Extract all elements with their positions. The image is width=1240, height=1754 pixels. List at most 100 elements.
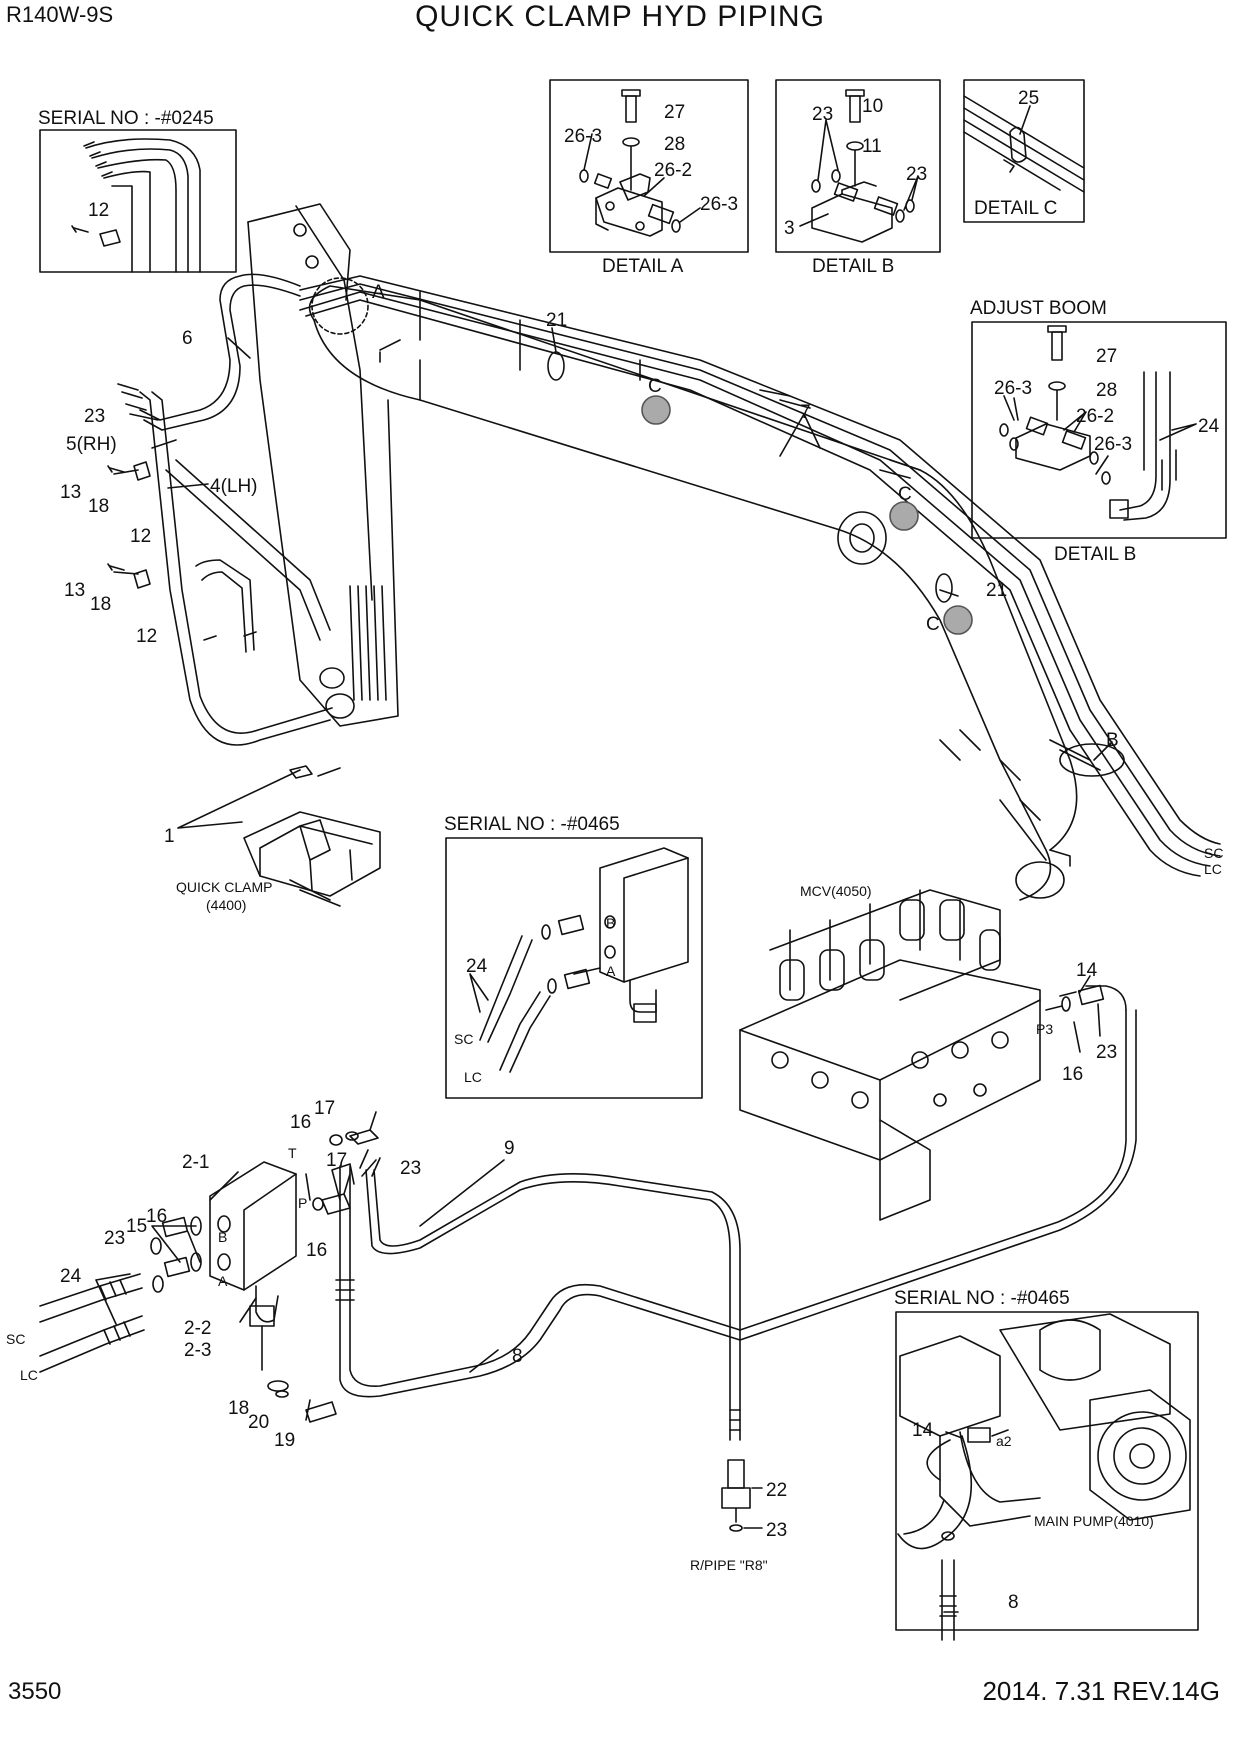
label-part-21-mid: 21 [986,580,1007,601]
label-part-23-b: 23 [400,1158,421,1179]
detail-b-part-23-left: 23 [812,104,833,125]
adjust-boom-part-27: 27 [1096,346,1117,367]
serial-0465-valve-drawing [469,847,689,1073]
pump-inset-part-8: 8 [1008,1592,1019,1613]
serial-0465-middle-part-24: 24 [466,956,488,977]
inset-adjust-boom [971,321,1227,539]
label-c-top: C [648,376,662,397]
label-part-18-a: 18 [88,496,109,517]
detail-a-part-27: 27 [664,102,685,123]
serial-0245-piping [71,138,201,273]
label-part-22: 22 [766,1480,787,1501]
label-quick-clamp-number: (4400) [206,897,246,913]
fittings-17 [312,1111,379,1215]
hoses-24 [39,1273,145,1373]
inset-serial-0465-pump [895,1311,1199,1631]
pipe-bundle-boom [299,275,1221,877]
serial-0465-middle-port-b: B [606,915,615,931]
label-part-12-b: 12 [136,626,157,647]
label-valve-port-a: A [218,1273,228,1289]
label-part-23-d: 23 [766,1520,787,1541]
label-part-8: 8 [512,1346,523,1367]
label-part-7: 7 [800,402,811,423]
serial-0465-middle-sc: SC [454,1031,473,1047]
label-part-12-a: 12 [130,526,151,547]
label-part-14-mcv: 14 [1076,960,1098,981]
inset-serial-0245 [39,129,237,273]
adjust-boom-part-28: 28 [1096,380,1117,401]
detail-a-part-28: 28 [664,134,685,155]
adjust-boom-part-26-3-left: 26-3 [994,378,1032,399]
detail-b-drawing [799,89,919,243]
label-part-23-mcv: 23 [1096,1042,1117,1063]
label-part-23-c: 23 [104,1228,125,1249]
serial-0465-pump-caption: SERIAL NO : -#0465 [894,1288,1070,1309]
label-port-t: T [288,1145,297,1161]
main-pump-drawing [897,1313,1191,1641]
label-part-16-a: 16 [290,1112,311,1133]
inset-detail-c [963,79,1085,223]
label-part-23-left: 23 [84,406,105,427]
inset-detail-b [775,79,941,253]
label-lc-left: LC [20,1367,38,1383]
label-valve-port-b: B [218,1229,227,1245]
pump-inset-part-14: 14 [912,1420,934,1441]
detail-a-part-26-2: 26-2 [654,160,692,181]
label-b: B [1106,730,1119,751]
label-part-18-c: 18 [228,1398,249,1419]
label-p3-port: P3 [1036,1021,1053,1037]
detail-c-caption: DETAIL C [974,198,1057,219]
label-part-24: 24 [60,1266,82,1287]
label-sc-right: SC [1204,845,1223,861]
adjust-boom-part-26-3-right: 26-3 [1094,434,1132,455]
label-part-19: 19 [274,1430,295,1451]
label-part-18-b: 18 [90,594,111,615]
detail-c-drawing [963,95,1085,193]
page-number: 3550 [8,1678,62,1705]
pipe-6-and-5 [117,273,341,779]
brackets-12 [107,461,151,589]
label-part-17-b: 17 [326,1150,347,1171]
detail-a-caption: DETAIL A [602,256,684,277]
pipe-8 [331,985,1137,1398]
label-mcv: MCV(4050) [800,883,872,899]
detail-b-caption: DETAIL B [812,256,894,277]
label-r-pipe: R/PIPE "R8" [690,1557,768,1573]
label-c-mid: C [898,484,912,505]
pipe-9 [365,1169,751,1532]
label-part-16-c: 16 [146,1206,167,1227]
serial-0465-middle-caption: SERIAL NO : -#0465 [444,814,620,835]
label-a: A [372,282,385,303]
label-part-16-mcv: 16 [1062,1064,1083,1085]
label-part-21-top: 21 [546,310,567,331]
detail-b-part-3: 3 [784,218,795,239]
valve-2-1 [150,1161,337,1423]
serial-0465-middle-lc: LC [464,1069,482,1085]
label-part-17-a: 17 [314,1098,335,1119]
label-c-low: C [926,614,940,635]
detail-a-part-26-3-right: 26-3 [700,194,738,215]
revision-date: 2014. 7.31 REV.14G [982,1676,1220,1706]
adjust-boom-part-26-2: 26-2 [1076,406,1114,427]
label-port-p: P [298,1195,307,1211]
leader-lines [95,327,1113,1613]
serial-0245-part-12: 12 [88,200,109,221]
label-part-2-2: 2-2 [184,1318,211,1339]
label-part-15: 15 [126,1216,147,1237]
clamp-markers [311,277,1125,777]
adjust-boom-heading: ADJUST BOOM [970,298,1107,319]
label-part-16-b: 16 [306,1240,327,1261]
serial-0465-middle-port-a: A [606,963,616,979]
label-part-2-1: 2-1 [182,1152,209,1173]
detail-a-part-26-3-left: 26-3 [564,126,602,147]
serial-0245-caption: SERIAL NO : -#0245 [38,108,214,129]
detail-b-part-11: 11 [862,136,882,157]
detail-a-drawing [579,89,701,237]
inset-serial-0465-middle [445,837,703,1099]
pump-inset-a2: a2 [996,1433,1012,1449]
page-title: QUICK CLAMP HYD PIPING [415,0,825,33]
adjust-boom-caption: DETAIL B [1054,544,1136,565]
label-part-13-b: 13 [64,580,85,601]
label-sc-left: SC [6,1331,25,1347]
